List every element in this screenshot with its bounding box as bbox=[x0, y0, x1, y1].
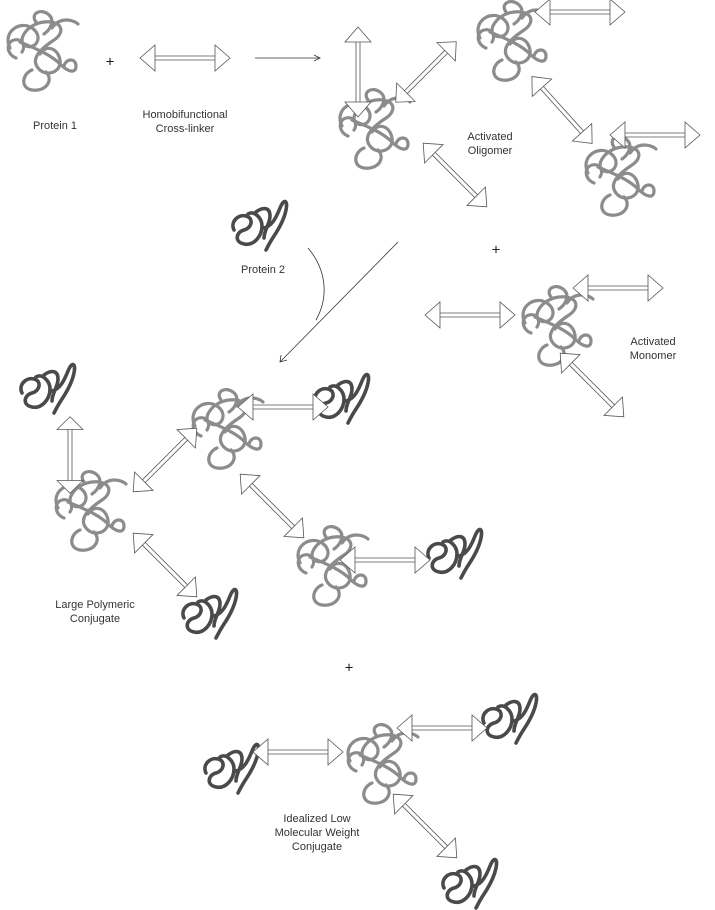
polymeric-text-1: Large Polymeric bbox=[55, 599, 135, 611]
lmw-text-2: Molecular Weight bbox=[274, 827, 360, 839]
protein-2-text: Protein 2 bbox=[240, 264, 286, 276]
oligomer-text-2: Oligomer bbox=[467, 145, 513, 157]
protein-1-text: Protein 1 bbox=[32, 120, 78, 132]
polymeric-text-2: Conjugate bbox=[69, 613, 121, 625]
monomer-text-2: Monomer bbox=[629, 350, 677, 362]
oligomer-text-1: Activated bbox=[467, 131, 513, 143]
large-polymeric-conjugate bbox=[19, 362, 484, 640]
crosslinker-text-1: Homobifunctional bbox=[142, 109, 228, 121]
lmw-text-1: Idealized Low bbox=[283, 813, 351, 825]
plus-sign-3: + bbox=[344, 659, 354, 677]
crosslinker-label: Homobifunctional Cross-linker bbox=[143, 108, 228, 136]
activated-oligomer bbox=[338, 0, 701, 217]
reaction-arrow-1 bbox=[255, 54, 321, 62]
plus-sign-2: + bbox=[491, 241, 501, 259]
low-molecular-weight-conjugate bbox=[203, 692, 539, 910]
protein-1-label: Protein 1 bbox=[33, 119, 77, 133]
activated-monomer bbox=[424, 274, 664, 427]
protein-2-glyph bbox=[231, 199, 289, 252]
plus-sign-1: + bbox=[105, 53, 115, 71]
polymeric-conjugate-label: Large Polymeric Conjugate bbox=[55, 598, 134, 626]
lmw-conjugate-label: Idealized Low Molecular Weight Conjugate bbox=[275, 812, 360, 854]
crosslinker-glyph bbox=[139, 44, 231, 72]
protein-2-label: Protein 2 bbox=[241, 263, 285, 277]
monomer-text-1: Activated bbox=[630, 336, 676, 348]
monomer-label: Activated Monomer bbox=[630, 335, 676, 363]
lmw-text-3: Conjugate bbox=[291, 841, 343, 853]
protein-1-glyph bbox=[6, 9, 80, 92]
reaction-arrow-2 bbox=[279, 241, 399, 363]
crosslinker-text-2: Cross-linker bbox=[155, 123, 215, 135]
oligomer-label: Activated Oligomer bbox=[467, 130, 512, 158]
